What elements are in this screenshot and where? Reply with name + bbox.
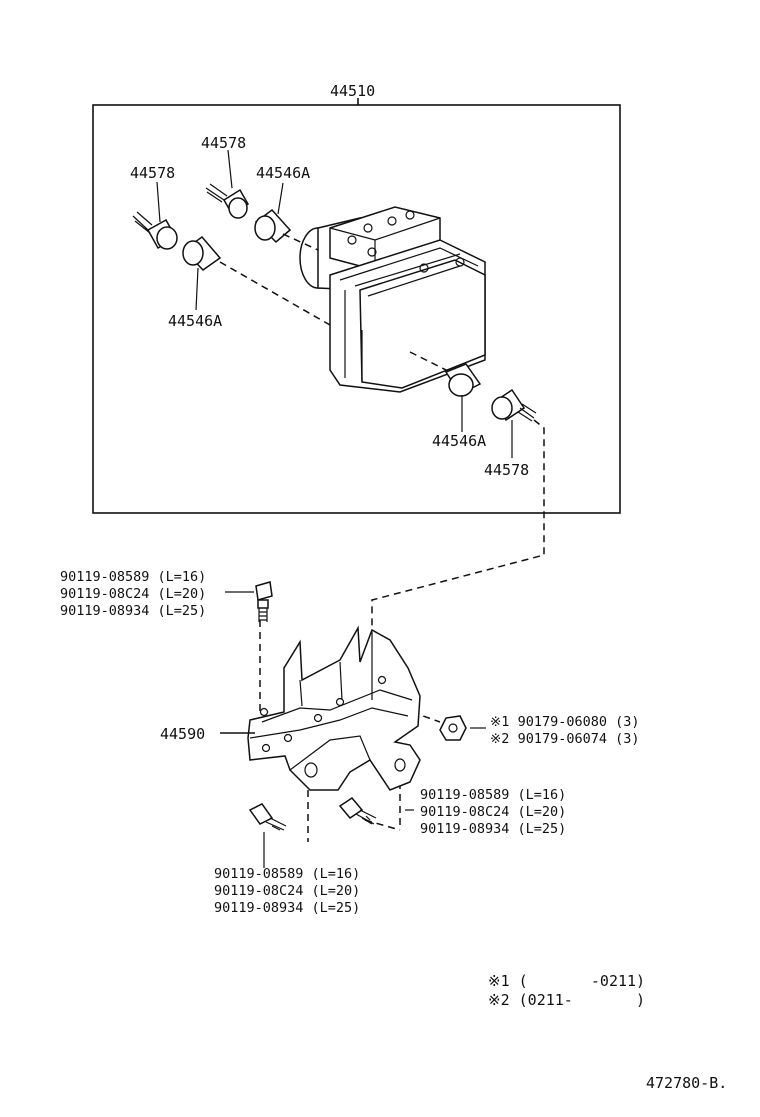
bolt-upper-line-3: 90119-08934 (L=25) (60, 603, 206, 619)
bolt-bottom-line-3: 90119-08934 (L=25) (214, 900, 360, 916)
bolt-upper (255, 581, 273, 622)
note-2: ※2 (0211- ) (488, 991, 645, 1009)
bolt-bottom-line-1: 90119-08589 (L=16) (214, 866, 360, 882)
label-44578-bottom: 44578 (484, 461, 529, 479)
note-1: ※1 ( -0211) (488, 972, 645, 990)
bolt-right-line-2: 90119-08C24 (L=20) (420, 804, 566, 820)
bolt-upper-line-2: 90119-08C24 (L=20) (60, 586, 206, 602)
assembly-part-number: 44510 (330, 82, 375, 100)
abs-actuator (299, 206, 486, 393)
bolt-group-bottom: 90119-08589 (L=16) 90119-08C24 (L=20) 90… (214, 866, 360, 916)
label-44546a-top: 44546A (256, 164, 310, 182)
assembly-44510-frame (92, 98, 621, 514)
bolt-right (338, 797, 377, 825)
label-44578-left: 44578 (130, 164, 175, 182)
mount-44546a-top (254, 208, 292, 244)
figure-id: 472780-B. (646, 1074, 727, 1092)
bolt-group-right: 90119-08589 (L=16) 90119-08C24 (L=20) 90… (420, 787, 566, 837)
bolt-bottom-line-2: 90119-08C24 (L=20) (214, 883, 360, 899)
stud-44578-left (132, 211, 178, 250)
stud-44578-top (205, 183, 250, 219)
nut (439, 715, 467, 741)
nut-line-2: ※2 90179-06074 (3) (490, 731, 639, 747)
bolt-bottom (248, 803, 287, 831)
label-44546a-bottom: 44546A (432, 432, 486, 450)
label-44546a-left: 44546A (168, 312, 222, 330)
mount-44546a-left (182, 235, 222, 271)
label-bracket-44590: 44590 (160, 725, 205, 743)
bolt-right-line-3: 90119-08934 (L=25) (420, 821, 566, 837)
date-notes: ※1 ( -0211) ※2 (0211- ) (488, 972, 645, 1009)
bracket-44590 (247, 625, 421, 791)
nut-group: ※1 90179-06080 (3) ※2 90179-06074 (3) (490, 714, 639, 747)
nut-line-1: ※1 90179-06080 (3) (490, 714, 639, 730)
label-44578-top: 44578 (201, 134, 246, 152)
bolt-upper-line-1: 90119-08589 (L=16) (60, 569, 206, 585)
mount-44546a-bottom (444, 363, 482, 397)
stud-44578-bottom (491, 388, 537, 422)
bolt-group-upper: 90119-08589 (L=16) 90119-08C24 (L=20) 90… (60, 569, 206, 619)
leader-lines (156, 149, 513, 868)
bolt-right-line-1: 90119-08589 (L=16) (420, 787, 566, 803)
